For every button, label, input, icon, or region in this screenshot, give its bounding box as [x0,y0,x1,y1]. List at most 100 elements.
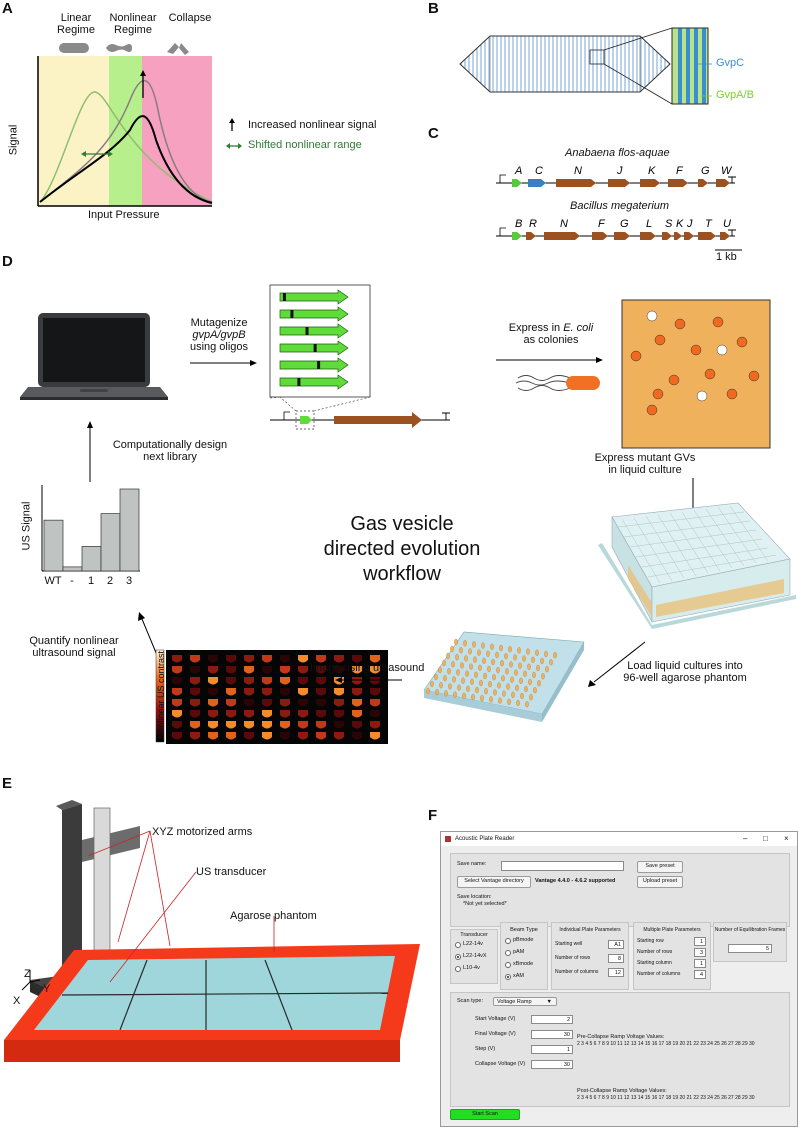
select-vantage-button[interactable]: Select Vantage directory [457,876,531,888]
scan-settings-group: Scan type: Voltage Ramp ▼ Start Voltage … [450,992,790,1107]
gene-label: N [574,165,582,177]
gene-label: C [535,165,543,177]
heatmap-well [334,666,344,674]
voltage-input[interactable]: 1 [531,1045,573,1054]
start-scan-button[interactable]: Start Scan [450,1109,520,1120]
individual-param-input[interactable]: A1 [608,940,624,949]
gene-label: A [514,165,522,177]
heatmap-well [172,677,182,685]
phantom-well [505,668,509,675]
design-label: Computationally design next library [112,439,228,463]
upload-preset-button[interactable]: Upload preset [637,876,683,888]
beam-label: pBmode [513,937,534,943]
heatmap-well [262,710,272,718]
minimize-icon[interactable]: – [743,834,748,843]
phantom-well [510,676,514,683]
linear-region [38,56,109,206]
beam-radio-pBmode[interactable] [505,938,511,944]
multiple-param-input[interactable]: 1 [694,959,706,968]
phantom-well [468,648,472,655]
transducer-label: L10-4v [463,965,480,971]
heatmap-well [316,666,326,674]
heatmap-well [370,677,380,685]
beam-radio-xAM[interactable] [505,974,511,980]
voltage-input[interactable]: 30 [531,1030,573,1039]
voltage-input[interactable]: 30 [531,1060,573,1069]
colony [712,316,724,328]
callout-line [87,830,151,857]
phantom-well [430,680,434,688]
equil-title: Number of Equilibration Frames [714,927,786,933]
phantom-well [537,680,541,687]
phantom-well [504,653,508,660]
app-icon [445,836,451,842]
phantom-well [435,689,439,696]
heatmap-well [262,732,272,740]
ecoli-icon [515,375,600,391]
multiple-param-input[interactable]: 1 [694,937,706,946]
transducer-radio-L22-14vX[interactable] [455,954,461,960]
heatmap-well [298,721,308,729]
phantom-well [507,698,511,705]
heatmap-well [352,721,362,729]
phantom-well [465,670,469,677]
multiple-param-input[interactable]: 3 [694,948,706,957]
heatmap-well [262,688,272,696]
individual-param-label: Number of rows [555,955,591,961]
phantom-well [511,691,515,698]
maximize-icon[interactable]: □ [763,834,768,843]
gene-label: T [705,218,713,230]
heatmap-well [334,655,344,663]
phantom-side-right [542,642,584,722]
phantom-well [549,659,553,666]
save-name-input[interactable] [501,861,624,871]
vantage-supported-text: Vantage 4.4.0 - 4.6.2 supported [535,878,616,884]
heatmap-well [244,677,254,685]
callout-line [149,830,171,947]
phantom-well [509,661,513,668]
colony [674,318,686,330]
heatmap-well [226,699,236,707]
heatmap-well [172,655,182,663]
multiple-param-label: Starting row [637,938,664,944]
phantom-well [464,655,468,662]
phantom-well [471,693,475,701]
phantom-well [501,675,505,682]
individual-param-input[interactable]: 12 [608,968,624,977]
heatmap-label: Nonlinear US contrast [156,650,166,740]
gene-C [528,179,546,187]
heatmap-well [370,655,380,663]
close-icon[interactable]: × [784,834,789,843]
save-location-label: Save location: [457,894,492,900]
heatmap-well [298,710,308,718]
zoom-inset [671,27,709,105]
voltage-input[interactable]: 2 [531,1015,573,1024]
heatmap-well [226,655,236,663]
phantom-well [490,643,494,650]
axis-z-label: Z [24,968,31,980]
beam-label: xAM [513,973,524,979]
beam-radio-pAM[interactable] [505,950,511,956]
transducer-radio-L22-14v[interactable] [455,942,461,948]
workflow-title: Gas vesicle directed evolution workflow [323,513,481,585]
multiple-param-input[interactable]: 4 [694,970,706,979]
equil-frames-input[interactable]: 5 [728,944,772,953]
save-preset-button[interactable]: Save preset [637,861,683,873]
heatmap-well [280,688,290,696]
phantom-well [526,648,530,655]
heatmap-well [298,666,308,674]
beam-radio-xBmode[interactable] [505,962,511,968]
scan-type-select[interactable]: Voltage Ramp ▼ [493,997,557,1006]
transducer-label: L22-14v [463,941,483,947]
individual-param-input[interactable]: 8 [608,954,624,963]
transducer-radio-L10-4v[interactable] [455,966,461,972]
gene-label: G [620,218,629,230]
phantom-well [519,677,523,684]
heatmap-well [280,710,290,718]
gene-label: F [676,165,684,177]
heatmap-background [166,650,388,744]
phantom-well [475,686,479,694]
colony [726,388,738,400]
phantom-well [540,657,544,665]
